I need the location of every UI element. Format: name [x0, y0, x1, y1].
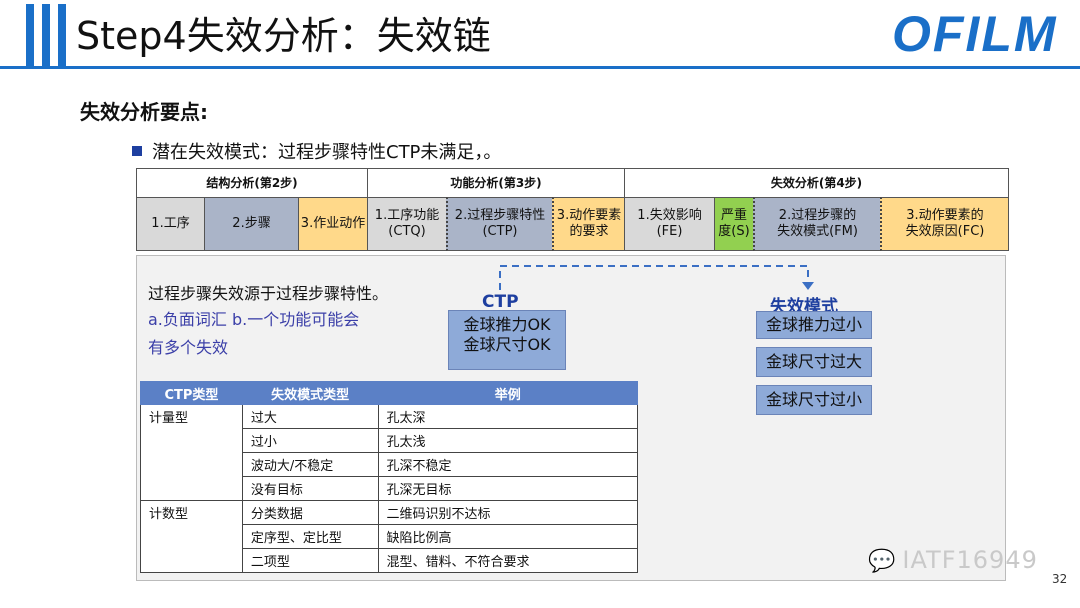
watermark-text: IATF16949 — [902, 546, 1038, 574]
ctp-label: CTP — [482, 292, 519, 312]
header-failure-mode-type: 失效模式类型 — [241, 381, 379, 405]
section-title: 失效分析要点: — [80, 100, 208, 124]
cell-severity: 严重 度(S) — [714, 197, 754, 251]
failure-mode-box-1: 金球推力过小 — [756, 311, 872, 339]
failure-mode-box-3: 金球尺寸过小 — [756, 385, 872, 415]
cell-operation: 3.作业动作 — [298, 197, 368, 251]
header-example: 举例 — [377, 381, 639, 405]
mode-cell: 二项型 — [241, 548, 379, 573]
example-cell: 孔深不稳定 — [377, 452, 639, 477]
table-header-row: CTP类型 失效模式类型 举例 — [140, 381, 639, 405]
group-function-analysis: 功能分析(第3步) — [367, 168, 625, 198]
page-title: Step4失效分析：失效链 — [76, 14, 491, 58]
table-row: 计量型 过大 孔太深 — [140, 404, 639, 501]
ctp-item-2: 金球尺寸OK — [463, 335, 551, 354]
cell-failure-mode: 2.过程步骤的 失效模式(FM) — [753, 197, 881, 251]
wechat-icon: 💬 — [868, 549, 897, 574]
mode-cell: 过小 — [241, 428, 379, 453]
ctp-box: 金球推力OK 金球尺寸OK — [448, 310, 566, 370]
example-cell: 孔太浅 — [377, 428, 639, 453]
group-structure-analysis: 结构分析(第2步) — [136, 168, 368, 198]
cell-process-function: 1.工序功能 (CTQ) — [367, 197, 447, 251]
table-row: 波动大/不稳定 孔深不稳定 — [141, 452, 639, 477]
type-measurement: 计量型 — [140, 404, 243, 501]
header-ctp-type: CTP类型 — [140, 381, 243, 405]
table-row: 没有目标 孔深无目标 — [141, 476, 639, 501]
mode-cell: 过大 — [241, 404, 379, 429]
ctp-type-table: CTP类型 失效模式类型 举例 计量型 过大 孔太深 过小 孔太浅 波动大/不稳… — [140, 381, 639, 573]
cell-element-requirement: 3.动作要素 的要求 — [552, 197, 625, 251]
example-cell: 孔太深 — [377, 404, 639, 429]
example-cell: 缺陷比例高 — [377, 524, 639, 549]
mode-cell: 定序型、定比型 — [241, 524, 379, 549]
ctp-item-1: 金球推力OK — [463, 315, 551, 334]
watermark: 💬IATF16949 — [868, 546, 1038, 574]
group-failure-analysis: 失效分析(第4步) — [624, 168, 1009, 198]
header-stripe-2 — [42, 4, 50, 66]
example-cell: 孔深无目标 — [377, 476, 639, 501]
table-row: 二项型 混型、错料、不符合要求 — [141, 548, 639, 573]
example-cell: 二维码识别不达标 — [377, 500, 639, 525]
connector-arrow — [499, 265, 814, 290]
intro-text: 过程步骤失效源于过程步骤特性。 — [148, 284, 389, 303]
bullet-point: 潜在失效模式：过程步骤特性CTP未满足，。 — [132, 138, 501, 164]
table-row: 过小 孔太浅 — [141, 428, 639, 453]
cell-process: 1.工序 — [136, 197, 205, 251]
mode-cell: 没有目标 — [241, 476, 379, 501]
cell-failure-effect: 1.失效影响 (FE) — [624, 197, 715, 251]
header-stripe-1 — [26, 4, 34, 66]
example-cell: 混型、错料、不符合要求 — [377, 548, 639, 573]
cell-ctp: 2.过程步骤特性 (CTP) — [446, 197, 553, 251]
type-counting: 计数型 — [140, 500, 243, 573]
bullet-text: 潜在失效模式：过程步骤特性CTP未满足，。 — [152, 142, 502, 163]
page-number: 32 — [1052, 572, 1068, 586]
cell-step: 2.步骤 — [204, 197, 299, 251]
table-row: 计数型 分类数据 二维码识别不达标 — [140, 500, 639, 573]
note-line-1: a.负面词汇 b.一个功能可能会 — [148, 310, 360, 329]
header-rule — [0, 66, 1080, 69]
cell-failure-cause: 3.动作要素的 失效原因(FC) — [880, 197, 1009, 251]
header-stripe-3 — [58, 4, 66, 66]
bullet-square-icon — [132, 146, 142, 156]
ofilm-logo: OFILM — [892, 6, 1058, 62]
failure-mode-box-2: 金球尺寸过大 — [756, 347, 872, 377]
note-line-2: 有多个失效 — [148, 338, 229, 357]
mode-cell: 波动大/不稳定 — [241, 452, 379, 477]
mode-cell: 分类数据 — [241, 500, 379, 525]
